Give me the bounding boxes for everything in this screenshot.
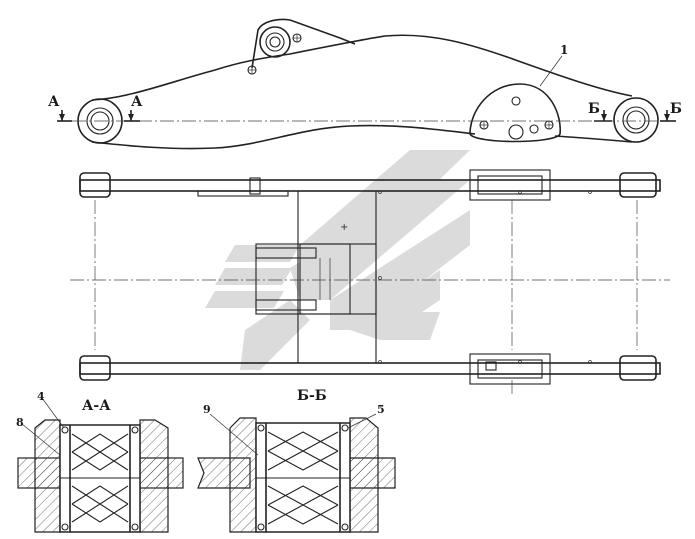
section-markers	[57, 110, 676, 122]
section-bb-view	[197, 413, 396, 533]
section-b-left-label: Б	[588, 101, 600, 117]
watermark-logo	[205, 150, 470, 370]
svg-text:+: +	[340, 222, 348, 233]
part-1-leader	[539, 55, 563, 87]
lever-arm-elevation	[72, 18, 665, 150]
part-8-label: 8	[16, 416, 24, 429]
section-aa-view	[17, 397, 184, 533]
part-9-label: 9	[203, 403, 211, 416]
part-4-label: 4	[37, 390, 45, 403]
view-aa-title: А-А	[82, 398, 111, 414]
section-a-right-label: А	[131, 94, 143, 110]
frame-plan-view: +	[70, 169, 670, 395]
section-b-right-label: Б	[670, 101, 682, 117]
part-1-label: 1	[560, 43, 568, 57]
part-5-label: 5	[377, 403, 385, 416]
section-a-left-label: А	[48, 94, 60, 110]
view-bb-title: Б-Б	[297, 388, 327, 404]
